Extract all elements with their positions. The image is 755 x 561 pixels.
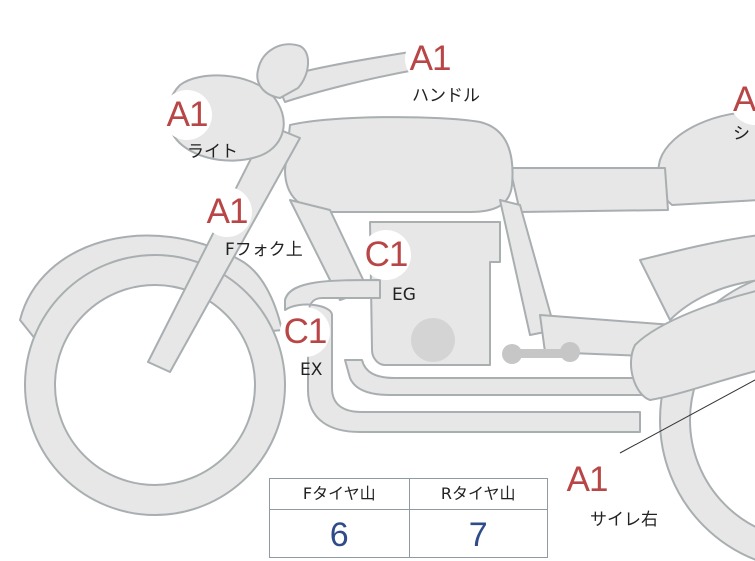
front-tire-column: Fタイヤ山 6 [270, 479, 409, 557]
rear-tire-header: Rタイヤ山 [409, 479, 547, 510]
part-label-fork-upper: Fフォク上 [225, 240, 303, 260]
fuel-tank [284, 116, 514, 213]
front-wheel [24, 254, 286, 516]
exhaust-pipe [284, 279, 641, 433]
leader-line [619, 379, 755, 454]
part-label-seat: シ [733, 124, 750, 144]
grade-badge-side-cover-right: A1 [562, 455, 612, 505]
grade-badge-seat: A [730, 75, 755, 125]
muffler [630, 290, 755, 401]
grade-badge-exhaust: C1 [280, 307, 330, 357]
front-fork [147, 124, 301, 373]
grade-badge-engine: C1 [361, 230, 411, 280]
grade-badge-light: A1 [162, 90, 212, 140]
rear-tire-value: 7 [468, 516, 488, 554]
part-label-handle: ハンドル [412, 86, 480, 106]
part-label-light: ライト [187, 142, 238, 162]
footpeg-bar [512, 349, 570, 358]
grade-badge-handle: A1 [405, 34, 455, 84]
front-tire-header: Fタイヤ山 [270, 479, 409, 510]
mirror [256, 43, 309, 99]
tire-depth-table: Fタイヤ山 6 Rタイヤ山 7 [269, 478, 548, 558]
engine-cover-circle [411, 318, 455, 362]
rear-fender [639, 234, 755, 321]
part-label-side-cover-right: サイレ右 [590, 510, 658, 530]
rear-frame [509, 167, 669, 213]
part-label-exhaust: EX [300, 360, 323, 380]
rear-tire-column: Rタイヤ山 7 [408, 479, 547, 557]
grade-badge-fork-upper: A1 [202, 187, 252, 237]
part-label-engine: EG [392, 285, 416, 305]
front-tire-value: 6 [329, 516, 349, 554]
